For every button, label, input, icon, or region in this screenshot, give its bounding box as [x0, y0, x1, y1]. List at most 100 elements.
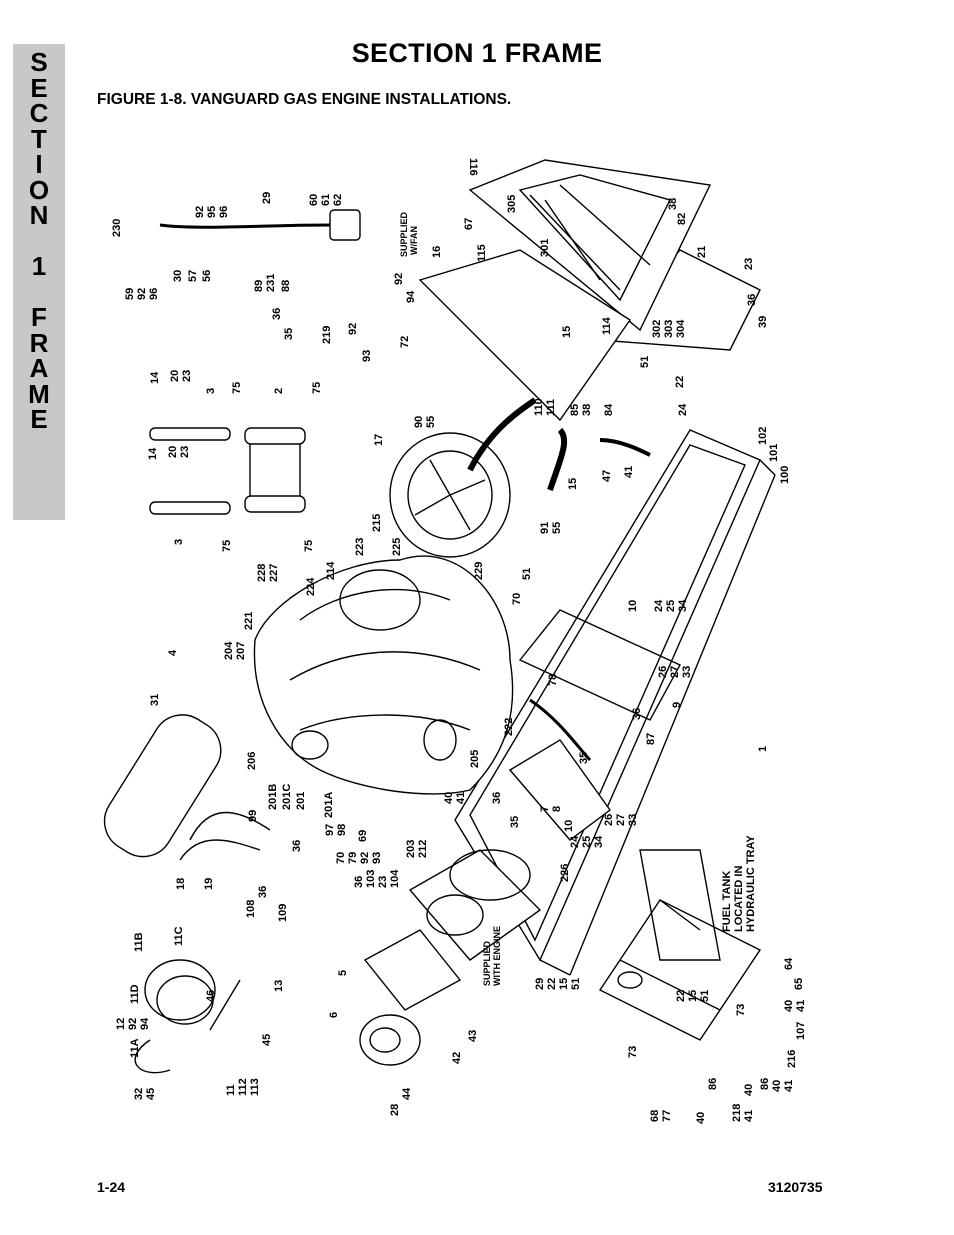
- callout-label: 41: [623, 466, 635, 478]
- callout-label: 95: [206, 206, 218, 218]
- side-tab-letter: I: [35, 149, 43, 179]
- callout-label: 61: [320, 194, 332, 206]
- side-tab-letter: M: [28, 378, 50, 409]
- callout-label: 101: [768, 444, 780, 462]
- frame-crossmember: [518, 609, 681, 721]
- callout-label: 96: [148, 288, 160, 300]
- callout-label: 92: [359, 852, 371, 864]
- callout-label: 26: [657, 666, 669, 678]
- callout-label: 23: [181, 370, 193, 382]
- callout-label: 222: [503, 718, 515, 736]
- callout-label: SUPPLIED: [482, 940, 492, 986]
- callout-label: 75: [231, 382, 243, 394]
- callout-label: W/FAN: [409, 226, 419, 255]
- callout-label: 7: [539, 806, 551, 812]
- air-cleaner: [144, 959, 216, 1021]
- callout-label: 94: [405, 290, 417, 303]
- fuel-line: [529, 698, 592, 762]
- callout-label: 93: [371, 852, 383, 864]
- callout-label: 100: [779, 466, 791, 484]
- callout-label: 51: [639, 356, 651, 368]
- callout-label: 16: [431, 246, 443, 258]
- callout-label: 223: [354, 538, 366, 556]
- spacer: [244, 427, 306, 445]
- callout-label: 11B: [133, 932, 145, 952]
- callout-label: 92: [393, 273, 405, 285]
- callout-label: 2: [273, 388, 285, 394]
- callout-label: 96: [218, 206, 230, 218]
- callout-label: 15: [687, 990, 699, 1002]
- callout-label: 45: [261, 1034, 273, 1046]
- callout-label: 36: [631, 708, 643, 720]
- callout-label: 114: [601, 316, 613, 335]
- callout-label: 3: [173, 539, 185, 545]
- callout-label: HYDRAULIC TRAY: [745, 835, 757, 932]
- callout-label: 25: [581, 836, 593, 848]
- side-tab-letter: E: [30, 404, 48, 434]
- callout-label: 55: [551, 522, 563, 534]
- callout-label: 34: [677, 599, 689, 612]
- callout-label: 90: [413, 416, 425, 428]
- callout-label: 38: [667, 198, 679, 210]
- callout-label: 40: [695, 1112, 707, 1124]
- callout-label: 103: [365, 870, 377, 888]
- callout-label: 92: [136, 288, 148, 300]
- callout-label: 36: [291, 840, 303, 852]
- exploded-parts-diagram: 116 305 67 115 301 38 82 16 21 23 36 39 …: [103, 158, 807, 1124]
- callout-label: 34: [593, 835, 605, 848]
- side-tab-letter: S: [30, 47, 48, 77]
- callout-label: 11: [225, 1084, 237, 1096]
- callout-label: 27: [615, 814, 627, 826]
- callout-label: 73: [735, 1004, 747, 1016]
- callout-label: 20: [167, 446, 179, 458]
- callout-label: 31: [149, 694, 161, 706]
- callout-label: 23: [743, 258, 755, 270]
- callout-label: 41: [783, 1080, 795, 1092]
- callout-label: 41: [743, 1110, 755, 1122]
- radiator-core: [518, 174, 672, 302]
- callout-label: 14: [147, 447, 159, 460]
- section-title: SECTION 1 FRAME: [351, 38, 603, 68]
- callout-label: 227: [268, 564, 280, 582]
- callout-label: 87: [645, 733, 657, 745]
- callout-label: 17: [373, 434, 385, 446]
- callout-label: 57: [187, 270, 199, 282]
- callout-label: 40: [743, 1084, 755, 1096]
- callout-label: 24: [653, 599, 665, 612]
- callout-label: 99: [247, 810, 259, 822]
- callout-label: 26: [603, 814, 615, 826]
- callout-label: 221: [243, 612, 255, 630]
- callout-label: 41: [455, 792, 467, 804]
- side-tab-letter: R: [29, 327, 49, 358]
- side-tab-letter: N: [29, 200, 49, 230]
- callout-label: 92: [347, 323, 359, 335]
- callout-label: 305: [506, 195, 518, 213]
- callout-label: 102: [757, 427, 769, 445]
- callout-label: 33: [627, 814, 639, 826]
- side-tab-letter: E: [30, 72, 48, 103]
- callout-label: 29: [534, 978, 546, 990]
- side-tab-letter: 1: [31, 251, 47, 281]
- callout-label: 301: [539, 239, 551, 257]
- callout-label: 98: [336, 824, 348, 836]
- callout-label: 33: [681, 666, 693, 678]
- callout-label: 92: [127, 1018, 139, 1030]
- callout-label: 201B: [267, 784, 279, 810]
- callout-label: 91: [539, 522, 551, 534]
- callout-label: 201A: [323, 792, 335, 818]
- lower-hose: [547, 427, 568, 491]
- callout-label: 51: [521, 568, 533, 580]
- callout-label: 89: [253, 280, 265, 292]
- callout-label: 40: [771, 1080, 783, 1092]
- hydraulic-pump: [363, 929, 462, 1011]
- callout-label: SUPPLIED: [399, 211, 409, 257]
- callout-label: 5: [337, 970, 349, 976]
- callout-label: 39: [757, 316, 769, 328]
- callout-label: 75: [221, 540, 233, 552]
- callout-label: 204: [223, 641, 235, 660]
- callout-label: 115: [476, 244, 488, 262]
- side-tab-letter: F: [31, 302, 47, 332]
- callout-label: 67: [463, 218, 475, 230]
- callout-label: 109: [277, 904, 289, 922]
- fuel-tank: [598, 899, 762, 1041]
